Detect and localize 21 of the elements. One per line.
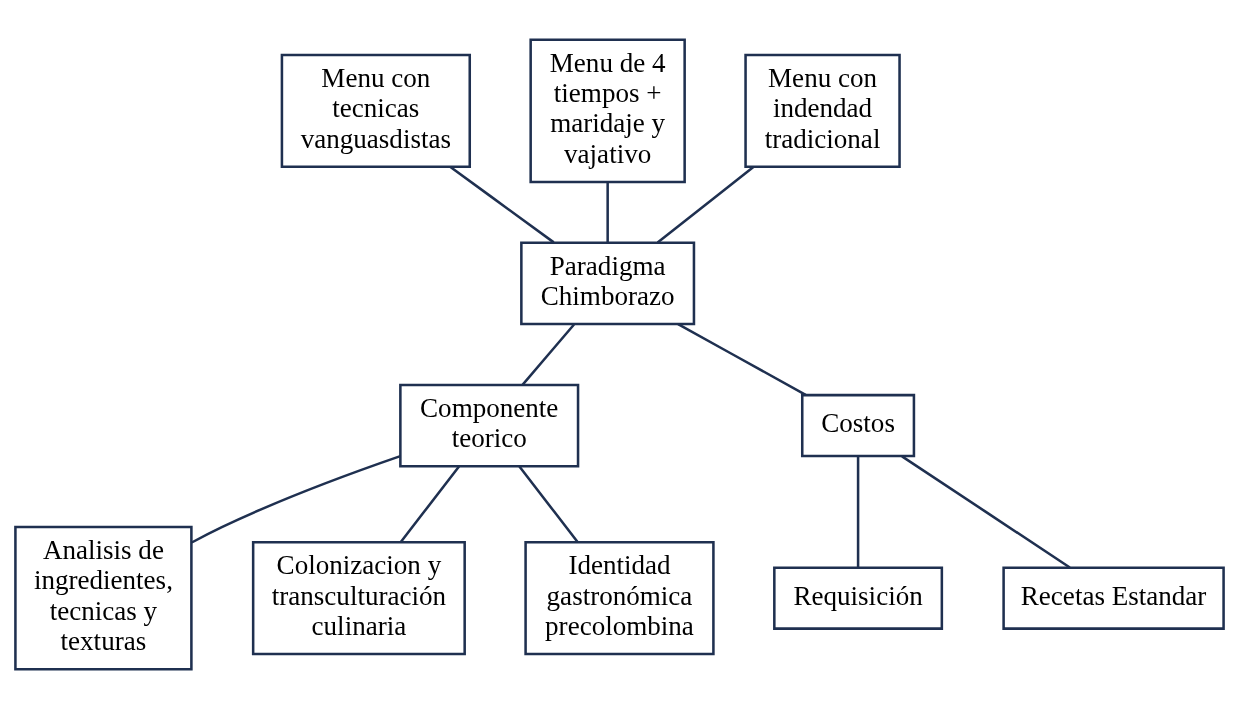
node-box: Analisis de ingredientes, tecnicas y texturas [14, 525, 193, 671]
node-box: Requisición [773, 566, 944, 630]
connector [399, 465, 460, 543]
connector [191, 454, 401, 544]
connector [606, 182, 609, 243]
connector [656, 166, 755, 244]
connector [677, 323, 807, 396]
node-box: Recetas Estandar [1002, 566, 1225, 630]
node-box: Componente teorico [399, 383, 580, 468]
node-box: Costos [801, 393, 916, 458]
node-box: Identidad gastronómica precolombina [524, 541, 715, 656]
connector [521, 323, 575, 386]
node-box: Colonizacion y transculturación culinaria [251, 541, 466, 656]
node-box: Menu con indendad tradicional [744, 53, 901, 168]
node-box: Menu de 4 tiempos + maridaje y vajativo [529, 38, 686, 184]
connector [901, 455, 1071, 569]
connector [518, 465, 579, 543]
connector [856, 456, 860, 568]
node-box: Paradigma Chimborazo [520, 241, 696, 326]
node-box: Menu con tecnicas vanguasdistas [280, 53, 471, 168]
connector [449, 165, 555, 244]
